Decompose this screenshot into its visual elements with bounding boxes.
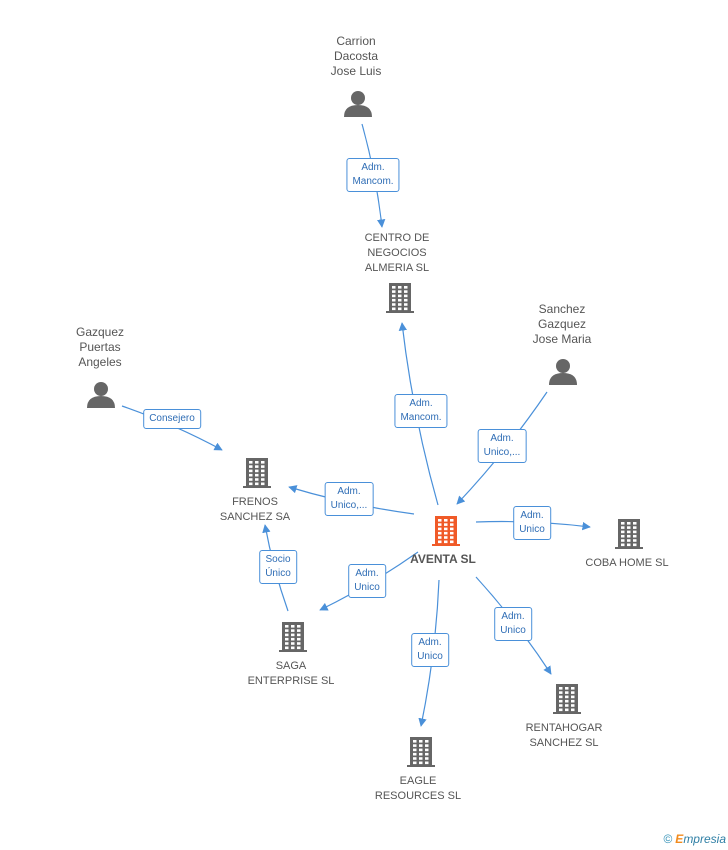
brand-name: mpresia [683, 832, 726, 846]
node-label-line: ALMERIA SL [364, 262, 430, 274]
building-icon [243, 458, 271, 488]
node-label-line: SANCHEZ SL [529, 737, 599, 749]
edge-label-line: Mancom. [400, 412, 442, 423]
edge-label-aventa-to-frenos[interactable]: Adm. Unico,... [324, 482, 374, 516]
edge-label-line: Unico [417, 651, 443, 662]
edge-label-aventa-to-centro[interactable]: Adm. Mancom. [394, 394, 448, 428]
edge-label-aventa-to-saga[interactable]: Adm. Unico [348, 564, 386, 598]
edge-label-line: Adm. [490, 433, 514, 444]
edge-label-line: Adm. [418, 637, 442, 648]
node-label-coba[interactable]: COBA HOME SL [585, 556, 668, 571]
node-label-line: Gazquez [537, 317, 587, 331]
edge-label-line: Unico,... [483, 447, 521, 458]
building-icon [407, 737, 435, 767]
node-label-rentahogar[interactable]: RENTAHOGAR SANCHEZ SL [526, 721, 603, 751]
edge-label-aventa-to-rentahogar[interactable]: Adm. Unico [494, 607, 532, 641]
edge-label-gazquez-to-frenos[interactable]: Consejero [143, 409, 201, 429]
node-label-line: Sanchez [538, 302, 586, 316]
node-label-line: Angeles [78, 355, 122, 369]
edge-label-aventa-to-coba[interactable]: Adm. Unico [513, 506, 551, 540]
node-label-line: Puertas [79, 340, 121, 354]
edge-label-sanchez-to-aventa[interactable]: Adm. Unico,... [477, 429, 527, 463]
node-label-line: Gazquez [75, 325, 125, 339]
node-label-saga[interactable]: SAGA ENTERPRISE SL [248, 659, 335, 689]
node-label-line: Jose Luis [330, 64, 382, 78]
node-label-line: FRENOS [232, 496, 278, 508]
footer-brand: ©Empresia [663, 832, 726, 846]
building-icon [279, 622, 307, 652]
edge-label-line: Unico [519, 524, 545, 535]
edge-label-line: Socio [265, 554, 291, 565]
edge-label-line: Adm. [337, 486, 361, 497]
node-label-line: COBA HOME SL [585, 557, 669, 569]
icons-layer [87, 91, 643, 767]
person-icon [87, 382, 115, 408]
node-label-centro[interactable]: CENTRO DE NEGOCIOS ALMERIA SL [365, 231, 430, 276]
edge-label-line: Unico,... [330, 500, 368, 511]
node-label-line: CENTRO DE [364, 232, 430, 244]
building-icon [553, 684, 581, 714]
node-label-line: ENTERPRISE SL [247, 675, 335, 687]
node-label-line: Carrion [336, 34, 376, 48]
edge-label-line: Mancom. [352, 176, 394, 187]
person-icon [549, 359, 577, 385]
edge-label-line: Adm. [361, 162, 385, 173]
edge-label-line: Unico [354, 582, 380, 593]
edge-label-line: Adm. [355, 568, 379, 579]
node-label-line: Jose Maria [532, 332, 592, 346]
brand-initial: E [675, 832, 684, 846]
node-label-eagle[interactable]: EAGLE RESOURCES SL [375, 774, 461, 804]
node-label-line: SANCHEZ SA [219, 511, 291, 523]
person-icon [344, 91, 372, 117]
node-label-line: SAGA [275, 660, 307, 672]
edge-label-line: Único [265, 568, 291, 579]
edge-label-line: Adm. [520, 510, 544, 521]
edge-label-line: Unico [500, 625, 526, 636]
edge-label-line: Consejero [149, 413, 195, 424]
node-label-frenos[interactable]: FRENOS SANCHEZ SA [220, 495, 290, 525]
edge-label-line: Adm. [409, 398, 433, 409]
building-icon [615, 519, 643, 549]
edge-label-carrion-to-centro[interactable]: Adm. Mancom. [346, 158, 400, 192]
node-label-line: Dacosta [333, 49, 379, 63]
node-label-line: RENTAHOGAR [525, 722, 603, 734]
node-label-line: NEGOCIOS [367, 247, 427, 259]
node-label-aventa[interactable]: AVENTA SL [410, 552, 476, 567]
edge-label-line: Adm. [501, 611, 525, 622]
copyright-symbol: © [663, 832, 673, 846]
node-label-line: RESOURCES SL [374, 790, 462, 802]
building-icon [386, 283, 414, 313]
edge-label-aventa-to-eagle[interactable]: Adm. Unico [411, 633, 449, 667]
building-icon [432, 516, 460, 546]
node-label-line: AVENTA SL [410, 552, 476, 566]
node-label-line: EAGLE [399, 775, 437, 787]
